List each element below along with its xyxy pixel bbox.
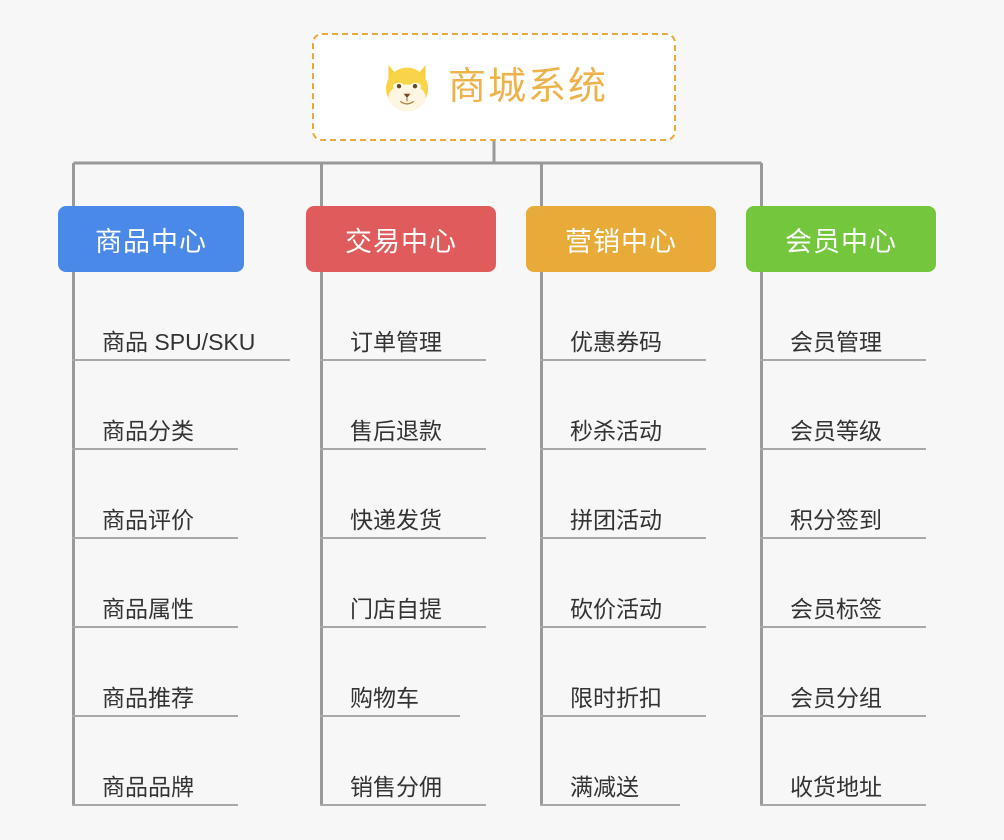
leaf-item-label: 快递发货 bbox=[350, 506, 442, 533]
leaf-item-label: 商品品牌 bbox=[102, 773, 194, 800]
category-box-1[interactable]: 商品中心 bbox=[58, 206, 244, 272]
leaf-underline bbox=[320, 715, 460, 717]
leaf-underline bbox=[760, 804, 926, 806]
leaf-item-label: 拼团活动 bbox=[570, 506, 662, 533]
leaf-underline bbox=[72, 448, 238, 450]
category-title: 交易中心 bbox=[345, 226, 457, 257]
leaf-item[interactable]: 商品推荐 bbox=[72, 628, 259, 717]
leaf-underline bbox=[72, 359, 290, 361]
leaf-item[interactable]: 满减送 bbox=[540, 717, 680, 806]
leaf-item-label: 商品推荐 bbox=[102, 684, 194, 711]
leaf-underline bbox=[540, 537, 706, 539]
leaf-item-label: 商品 SPU/SKU bbox=[102, 328, 256, 355]
column-trunk-line bbox=[760, 272, 763, 806]
root-title: 商城系统 bbox=[447, 66, 608, 108]
leaf-item-label: 售后退款 bbox=[350, 417, 442, 444]
leaf-item[interactable]: 会员等级 bbox=[760, 361, 926, 450]
leaf-item[interactable]: 秒杀活动 bbox=[540, 361, 706, 450]
leaf-underline bbox=[760, 537, 926, 539]
leaf-item[interactable]: 购物车 bbox=[320, 628, 460, 717]
leaf-item[interactable]: 砍价活动 bbox=[540, 539, 706, 628]
leaf-item-label: 会员分组 bbox=[790, 684, 882, 711]
leaf-item-label: 购物车 bbox=[350, 684, 419, 711]
leaf-item[interactable]: 商品属性 bbox=[72, 539, 259, 628]
leaf-underline bbox=[540, 804, 680, 806]
leaf-underline bbox=[540, 626, 706, 628]
leaf-underline bbox=[320, 626, 486, 628]
category-box-3[interactable]: 营销中心 bbox=[526, 206, 716, 272]
column-trunk-line bbox=[320, 272, 323, 806]
leaf-underline bbox=[320, 448, 486, 450]
category-title: 营销中心 bbox=[565, 226, 677, 257]
leaf-item-label: 满减送 bbox=[570, 773, 639, 800]
leaf-underline bbox=[320, 537, 486, 539]
leaf-item-label: 商品评价 bbox=[102, 506, 194, 533]
leaf-item-label: 会员等级 bbox=[790, 417, 882, 444]
leaf-underline bbox=[72, 537, 238, 539]
leaf-item[interactable]: 商品评价 bbox=[72, 450, 259, 539]
leaf-underline bbox=[760, 359, 926, 361]
leaf-item[interactable]: 积分签到 bbox=[760, 450, 926, 539]
column-trunk-line bbox=[540, 272, 543, 806]
leaf-item-label: 会员管理 bbox=[790, 328, 882, 355]
leaf-item[interactable]: 售后退款 bbox=[320, 361, 486, 450]
category-box-4[interactable]: 会员中心 bbox=[746, 206, 936, 272]
column-trunk-line bbox=[72, 272, 75, 806]
leaf-item-label: 订单管理 bbox=[350, 328, 442, 355]
leaf-item[interactable]: 限时折扣 bbox=[540, 628, 706, 717]
leaf-item-label: 限时折扣 bbox=[570, 684, 662, 711]
leaf-column-1: 商品 SPU/SKU 商品分类商品评价商品属性商品推荐商品品牌 bbox=[72, 272, 290, 806]
shiba-dog-face-icon bbox=[385, 65, 429, 112]
leaf-item[interactable]: 商品品牌 bbox=[72, 717, 259, 806]
leaf-item[interactable]: 销售分佣 bbox=[320, 717, 486, 806]
leaf-item-label: 商品属性 bbox=[102, 595, 194, 622]
leaf-underline bbox=[72, 626, 238, 628]
leaf-item[interactable]: 会员管理 bbox=[760, 272, 926, 361]
leaf-item-label: 商品分类 bbox=[102, 417, 194, 444]
leaf-underline bbox=[72, 715, 238, 717]
leaf-item-label: 销售分佣 bbox=[350, 773, 442, 800]
leaf-underline bbox=[320, 804, 486, 806]
leaf-underline bbox=[760, 715, 926, 717]
category-title: 会员中心 bbox=[785, 226, 897, 257]
leaf-underline bbox=[760, 626, 926, 628]
leaf-underline bbox=[540, 359, 706, 361]
leaf-item[interactable]: 门店自提 bbox=[320, 539, 486, 628]
leaf-column-3: 优惠券码秒杀活动拼团活动砍价活动限时折扣满减送 bbox=[540, 272, 706, 806]
leaf-item[interactable]: 拼团活动 bbox=[540, 450, 706, 539]
category-title: 商品中心 bbox=[95, 226, 207, 257]
leaf-item-label: 秒杀活动 bbox=[570, 417, 662, 444]
leaf-item[interactable]: 商品分类 bbox=[72, 361, 259, 450]
leaf-item[interactable]: 会员分组 bbox=[760, 628, 926, 717]
category-box-2[interactable]: 交易中心 bbox=[306, 206, 496, 272]
leaf-underline bbox=[72, 804, 238, 806]
leaf-underline bbox=[540, 715, 706, 717]
leaf-item[interactable]: 快递发货 bbox=[320, 450, 486, 539]
leaf-underline bbox=[320, 359, 486, 361]
leaf-column-4: 会员管理会员等级积分签到会员标签会员分组收货地址 bbox=[760, 272, 926, 806]
leaf-item[interactable]: 优惠券码 bbox=[540, 272, 706, 361]
leaf-column-2: 订单管理售后退款快递发货门店自提购物车销售分佣 bbox=[320, 272, 486, 806]
root-node[interactable]: 商城系统 bbox=[312, 33, 676, 141]
leaf-item-label: 优惠券码 bbox=[570, 328, 662, 355]
leaf-item-label: 收货地址 bbox=[790, 773, 882, 800]
leaf-item[interactable]: 商品 SPU/SKU bbox=[72, 272, 290, 361]
leaf-item-label: 门店自提 bbox=[350, 595, 442, 622]
leaf-item[interactable]: 收货地址 bbox=[760, 717, 926, 806]
leaf-item-label: 积分签到 bbox=[790, 506, 882, 533]
leaf-underline bbox=[540, 448, 706, 450]
leaf-item-label: 砍价活动 bbox=[570, 595, 662, 622]
leaf-item-label: 会员标签 bbox=[790, 595, 882, 622]
leaf-underline bbox=[760, 448, 926, 450]
leaf-item[interactable]: 会员标签 bbox=[760, 539, 926, 628]
leaf-item[interactable]: 订单管理 bbox=[320, 272, 486, 361]
